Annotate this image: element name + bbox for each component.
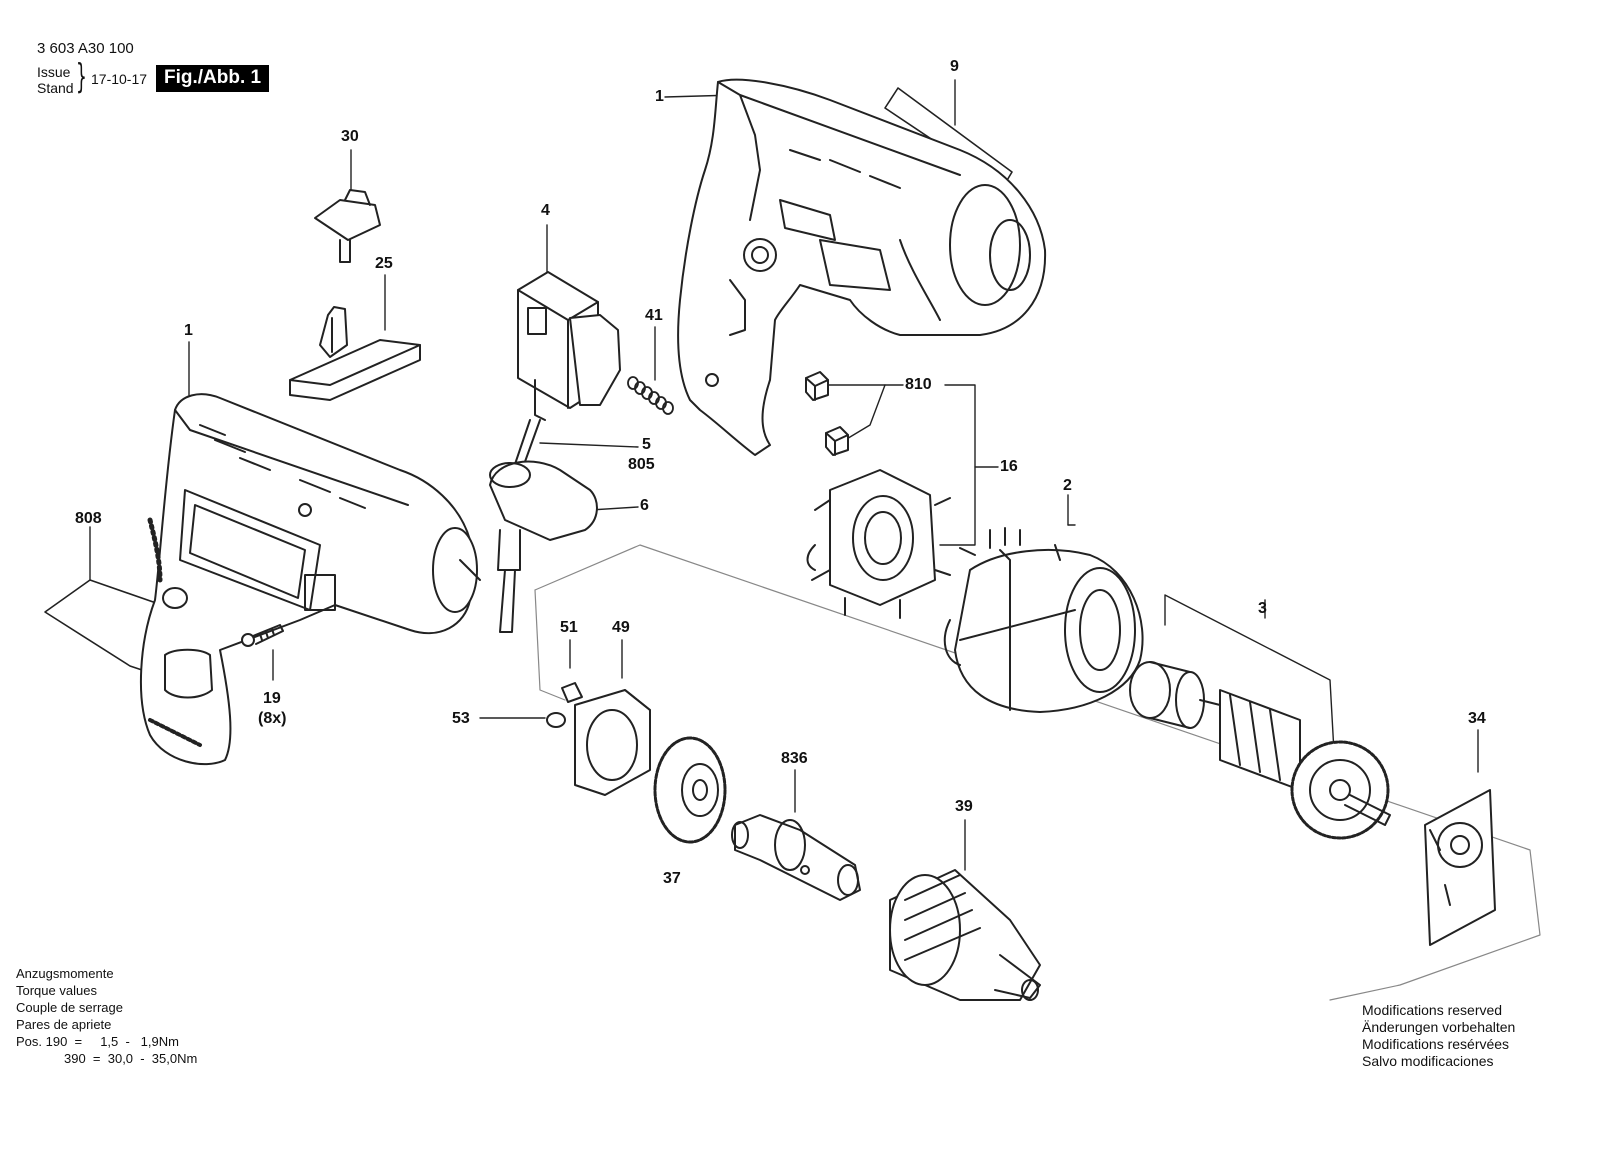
callout-51: 51 [560, 619, 578, 636]
callout-805: 805 [628, 456, 655, 473]
callout-49: 49 [612, 619, 630, 636]
part-19-screw [241, 624, 284, 647]
mods-es: Salvo modificaciones [1362, 1053, 1494, 1069]
part-30-clip [314, 189, 381, 263]
callout-19: 19 [263, 690, 281, 707]
part-3-armature [1129, 661, 1391, 840]
part-836-spindle [731, 814, 861, 901]
part-810-brushes [805, 371, 849, 456]
callout-30: 30 [341, 128, 359, 145]
part-number: 3 603 A30 100 [37, 40, 134, 57]
part-34-plate [1424, 789, 1496, 946]
figure-label: Fig./Abb. 1 [156, 65, 270, 92]
callout-34: 34 [1468, 710, 1486, 727]
part-41-spring [627, 376, 674, 415]
part-2-field-coil [943, 527, 1144, 713]
part-39-chuck [889, 869, 1041, 1001]
callout-3: 3 [1258, 600, 1267, 617]
issue-date: 17-10-17 [91, 71, 148, 87]
callout-1-left: 1 [184, 322, 193, 339]
callout-16: 16 [1000, 458, 1018, 475]
callout-4: 4 [541, 202, 550, 219]
callout-19-qty: (8x) [258, 710, 287, 727]
torque-title-es: Pares de apriete [16, 1017, 112, 1032]
torque-title-de: Anzugsmomente [16, 966, 114, 981]
part-1-housing-half [677, 78, 1047, 456]
mods-en: Modifications reserved [1362, 1002, 1503, 1018]
callout-53: 53 [452, 710, 470, 727]
callout-9: 9 [950, 58, 959, 75]
brace-icon: } [76, 57, 87, 97]
part-49-flange [574, 689, 651, 796]
callout-2: 2 [1063, 477, 1072, 494]
torque-row-390: 390 = 30,0 - 35,0Nm [64, 1051, 198, 1066]
callout-1-top: 1 [655, 88, 664, 105]
callout-6: 6 [640, 497, 649, 514]
callout-39: 39 [955, 798, 973, 815]
callout-836: 836 [781, 750, 808, 767]
mods-de: Änderungen vorbehalten [1362, 1019, 1516, 1035]
stand-label: Stand [37, 80, 74, 96]
part-16-brush-holder [806, 469, 951, 619]
callout-5: 5 [642, 436, 651, 453]
callout-25: 25 [375, 255, 393, 272]
leader-lines [44, 79, 1479, 871]
torque-title-en: Torque values [16, 983, 97, 998]
assembly-frame [534, 544, 1541, 1001]
torque-title-fr: Couple de serrage [16, 1000, 123, 1015]
mods-fr: Modifications resérvées [1362, 1036, 1510, 1052]
part-51-pin [561, 682, 583, 703]
callout-808: 808 [75, 510, 102, 527]
issue-stand-labels: Issue Stand [37, 64, 74, 96]
part-4-switch [517, 271, 621, 421]
callout-37: 37 [663, 870, 681, 887]
callout-41: 41 [645, 307, 663, 324]
part-6-cord-guard [489, 419, 598, 633]
issue-label: Issue [37, 64, 71, 80]
modifications-note: Modifications reserved Änderungen vorbeh… [1362, 1002, 1515, 1070]
part-37-gear [653, 736, 727, 844]
callout-810: 810 [905, 376, 932, 393]
torque-row-190: Pos. 190 = 1,5 - 1,9Nm [16, 1034, 179, 1049]
part-1-housing-assembled [139, 393, 481, 766]
torque-values-block: Anzugsmomente Torque values Couple de se… [16, 965, 197, 1067]
part-53-ring [546, 712, 566, 728]
part-25-lever [289, 306, 421, 401]
